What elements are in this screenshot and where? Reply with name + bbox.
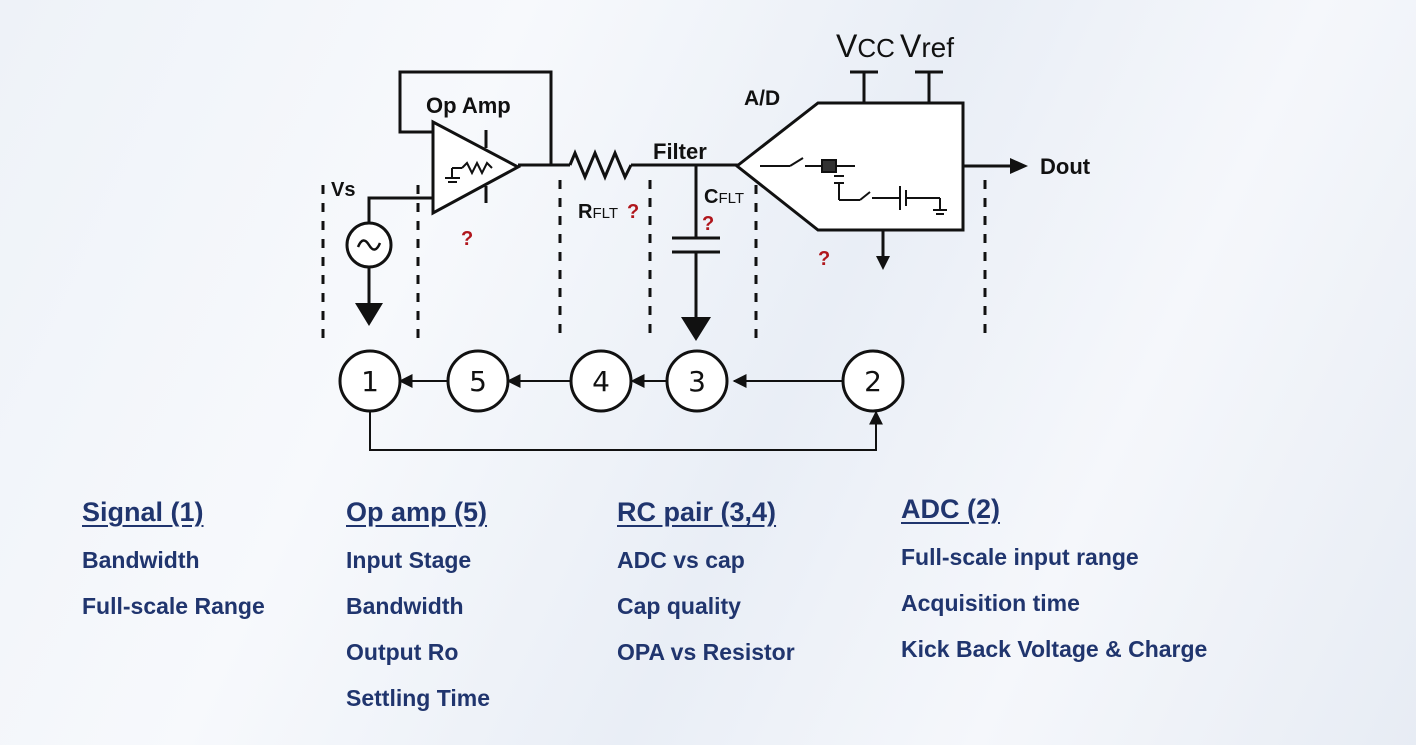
rflt-question-mark: ?: [627, 201, 639, 223]
cflt-subscript: FLT: [718, 190, 744, 207]
vref-label: Vref: [900, 28, 954, 64]
column-item: Input Stage: [346, 547, 472, 573]
node-connectors: [369, 374, 883, 451]
column-op-amp: Op amp (5) Input Stage Bandwidth Output …: [346, 497, 490, 730]
filter-label: Filter: [653, 139, 707, 164]
node-4: 4: [569, 349, 633, 413]
adc-output-arrow: [1010, 158, 1028, 174]
vcc-subscript: CC: [857, 33, 895, 63]
node-2: 2: [841, 349, 905, 413]
ground-arrow-capacitor: [681, 317, 711, 341]
column-item: Acquisition time: [901, 590, 1080, 616]
rflt-label: RFLT: [578, 201, 618, 223]
voltage-source: [345, 196, 433, 305]
column-item: Kick Back Voltage & Charge: [901, 636, 1208, 662]
column-item: Full-scale input range: [901, 544, 1139, 570]
column-item: Bandwidth: [82, 547, 200, 573]
op-amp-label: Op Amp: [426, 93, 511, 118]
vcc-label: VCC: [836, 28, 895, 64]
column-item: ADC vs cap: [617, 547, 745, 573]
column-item: OPA vs Resistor: [617, 639, 795, 665]
column-title: Op amp (5): [346, 497, 488, 527]
rflt-main: R: [578, 201, 593, 223]
vs-label: Vs: [331, 179, 355, 201]
column-rc-pair: RC pair (3,4) ADC vs cap Cap quality OPA…: [617, 497, 795, 684]
column-title: RC pair (3,4): [617, 497, 777, 527]
rflt-subscript: FLT: [592, 205, 618, 222]
node-2-label: 2: [864, 365, 882, 398]
op-amp: [398, 70, 553, 216]
adc-ground-arrow: [876, 256, 890, 270]
column-item: Output Ro: [346, 639, 459, 665]
dout-label: Dout: [1040, 154, 1091, 179]
vcc-main: V: [836, 28, 858, 64]
adc-question-mark: ?: [818, 248, 830, 270]
op-amp-question-mark: ?: [461, 228, 473, 250]
column-adc: ADC (2) Full-scale input range Acquisiti…: [901, 494, 1207, 681]
column-item: Settling Time: [346, 685, 490, 711]
cflt-main: C: [704, 186, 718, 208]
ad-label: A/D: [744, 87, 780, 110]
column-item: Full-scale Range: [82, 593, 265, 619]
column-title: ADC (2): [901, 494, 1000, 524]
column-item: Bandwidth: [346, 593, 464, 619]
signal-chain-diagram: Vs Op Amp ? RFLT ? Filter CFLT ?: [321, 28, 1091, 451]
node-5-label: 5: [469, 365, 487, 398]
node-1-label: 1: [361, 365, 379, 398]
cflt-question-mark: ?: [702, 213, 714, 235]
node-5: 5: [446, 349, 510, 413]
vref-subscript: ref: [921, 32, 954, 63]
column-signal: Signal (1) Bandwidth Full-scale Range: [82, 497, 265, 638]
ground-arrow-source: [355, 303, 383, 326]
filter-resistor: [551, 149, 696, 181]
node-1: 1: [338, 349, 402, 413]
cflt-label: CFLT: [704, 186, 744, 208]
adc-internal-switch: [760, 157, 947, 215]
node-4-label: 4: [592, 365, 610, 398]
column-title: Signal (1): [82, 497, 204, 527]
stage-separators: [321, 180, 987, 340]
node-3: 3: [665, 349, 729, 413]
node-3-label: 3: [688, 365, 706, 398]
vref-main: V: [900, 28, 922, 64]
column-item: Cap quality: [617, 593, 741, 619]
